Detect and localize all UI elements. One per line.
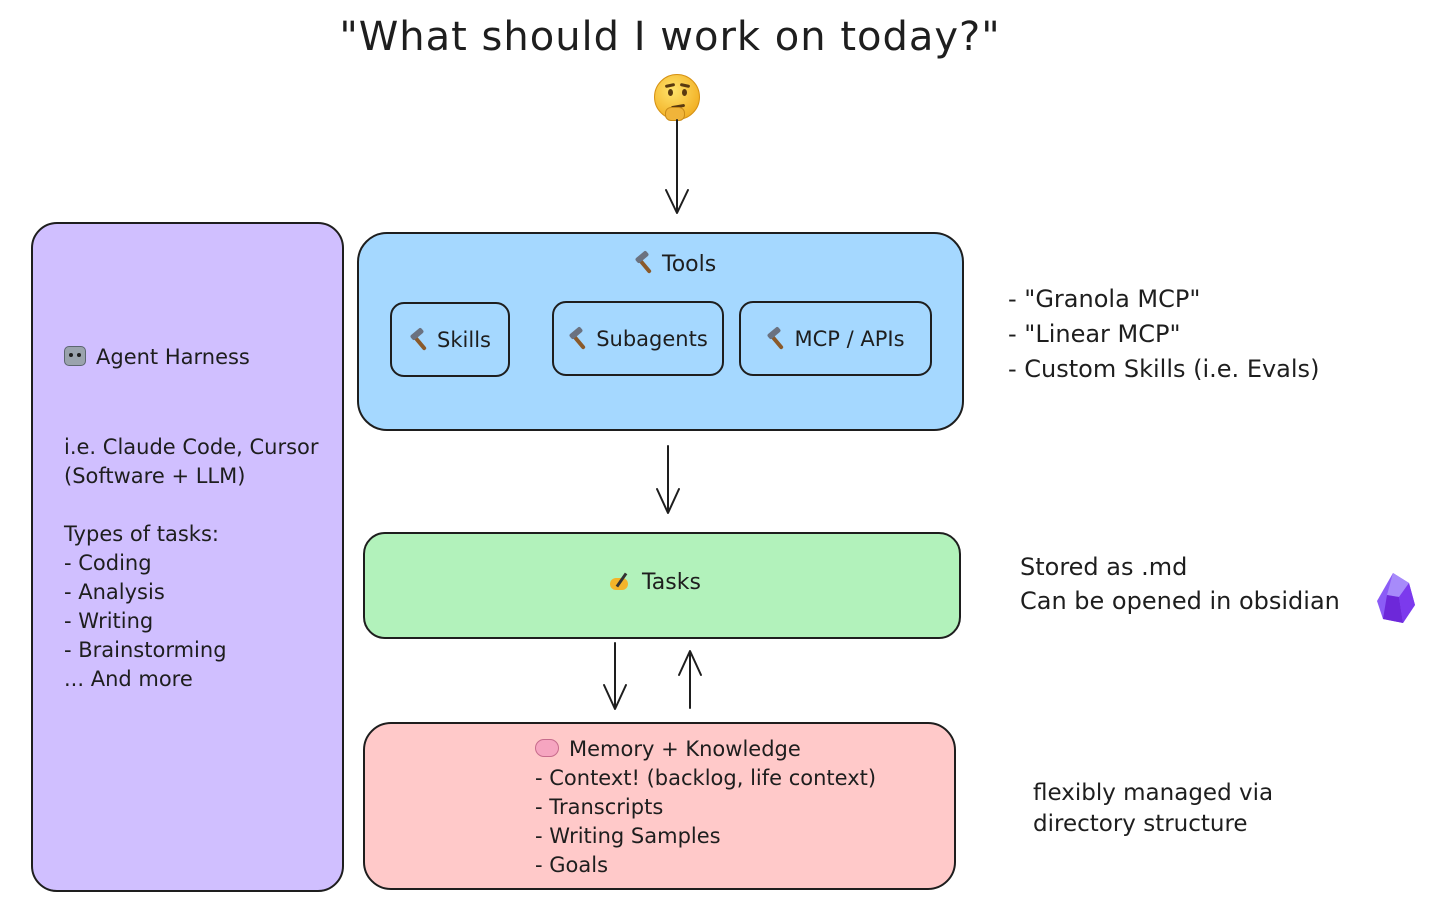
arrow-tools-to-tasks (656, 445, 680, 514)
thinking-face-icon (654, 74, 700, 121)
tasks-label: Tasks (610, 570, 701, 595)
diagram-title: "What should I work on today?" (339, 14, 1001, 60)
brain-icon (535, 739, 559, 757)
hammer-icon (634, 250, 654, 274)
hammer-icon (568, 325, 588, 350)
skills-box: Skills (390, 302, 510, 377)
robot-icon (64, 346, 86, 366)
memory-notes: flexibly managed via directory structure (1033, 780, 1274, 837)
arrow-tasks-to-memory (603, 642, 627, 710)
obsidian-icon (1377, 573, 1415, 623)
agent-harness-title-text: Agent Harness (96, 345, 250, 369)
memory-knowledge-title: Memory + Knowledge (569, 737, 801, 761)
arrow-title-to-tools (665, 119, 689, 214)
memory-knowledge-box (363, 722, 956, 890)
memory-knowledge-content: Memory + Knowledge - Context! (backlog, … (535, 735, 876, 880)
memory-knowledge-list: - Context! (backlog, life context) - Tra… (535, 766, 877, 877)
skills-label: Skills (437, 327, 491, 352)
tools-box (357, 232, 964, 431)
subagents-label: Subagents (596, 326, 708, 351)
tasks-notes: Stored as .md Can be opened in obsidian (1020, 553, 1340, 615)
tasks-box (363, 532, 961, 639)
tasks-label-text: Tasks (642, 570, 701, 595)
agent-harness-box (31, 222, 344, 892)
mcp-apis-label: MCP / APIs (794, 326, 905, 351)
agent-harness-title: Agent Harness (64, 345, 250, 369)
mcp-apis-box: MCP / APIs (739, 301, 932, 376)
hammer-icon (766, 325, 786, 350)
subagents-box: Subagents (552, 301, 724, 376)
agent-harness-description: i.e. Claude Code, Cursor (Software + LLM… (64, 435, 319, 691)
arrow-memory-to-tasks (678, 650, 702, 709)
tools-label-text: Tools (662, 252, 717, 277)
hammer-icon (409, 326, 429, 351)
tools-notes: - "Granola MCP" - "Linear MCP" - Custom … (1008, 285, 1320, 383)
tools-label: Tools (634, 250, 717, 277)
writing-hand-icon (610, 572, 632, 592)
